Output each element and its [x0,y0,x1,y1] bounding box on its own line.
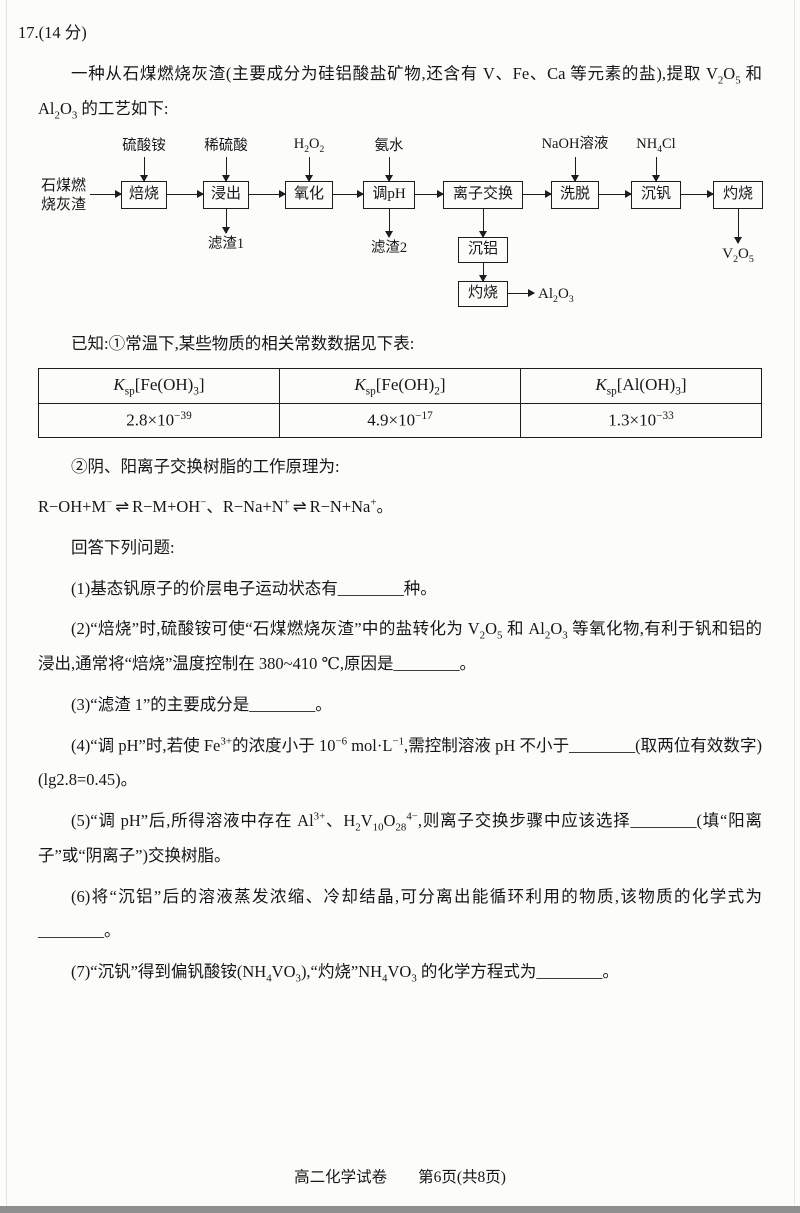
question-intro: 一种从石煤燃烧灰渣(主要成分为硅铝酸盐矿物,还含有 V、Fe、Ca 等元素的盐)… [38,63,762,122]
resin-intro: ②阴、阳离子交换树脂的工作原理为: [71,456,340,476]
flow-feed-label: 石煤燃烧灰渣 [40,177,86,214]
process-flow-diagram: 石煤燃烧灰渣 硫酸铵 稀硫酸 H2O2 氨水 NaOH溶液 NH4Cl 焙烧 浸… [38,133,763,319]
down-arrow-icon [139,156,150,182]
reagent-naoh-solution: NaOH溶液 [541,135,609,152]
right-arrow-icon [523,189,552,200]
flow-stage-calcination-2: 灼烧 [458,280,508,307]
ksp-header-cell: Ksp[Fe(OH)2] [279,367,521,404]
down-arrow-icon [478,208,489,238]
output-filter-residue-2: 滤渣2 [370,239,408,256]
resin-principle: R−OH+M−⇌R−M+OH−、R−Na+N+⇌R−N+Na+。 [38,496,394,517]
ksp-table: Ksp[Fe(OH)3] Ksp[Fe(OH)2] Ksp[Al(OH)3] 2… [38,367,762,438]
ksp-header-cell: Ksp[Fe(OH)3] [38,367,280,404]
ksp-value-cell: 1.3×10−33 [520,402,762,438]
question-number: 17.(14 分) [18,23,87,42]
scan-edge-bottom [0,1206,800,1213]
down-arrow-icon [221,208,232,234]
right-arrow-icon [167,189,204,200]
ksp-header-row: Ksp[Fe(OH)3] Ksp[Fe(OH)2] Ksp[Al(OH)3] [38,367,762,404]
flow-stage-oxidation: 氧化 [285,180,333,209]
right-arrow-icon [681,189,714,200]
flow-stage-leaching: 浸出 [203,180,249,209]
down-arrow-icon [221,156,232,182]
right-arrow-icon [599,189,632,200]
known-data-intro: 已知:①常温下,某些物质的相关常数数据见下表: [71,333,415,353]
flow-stage-v-precipitation: 沉钒 [631,180,681,209]
down-arrow-icon [384,156,395,182]
page-footer: 高二化学试卷 第6页(共8页) [294,1169,506,1186]
flow-stage-roasting: 焙烧 [121,180,167,209]
output-al2o3: Al2O3 [538,285,574,305]
ksp-value-cell: 2.8×10−39 [38,402,280,438]
flow-stage-adjust-ph: 调pH [363,180,415,209]
subquestion-2: (2)“焙烧”时,硫酸铵可使“石煤燃烧灰渣”中的盐转化为 V2O5 和 Al2O… [38,619,763,674]
reagent-dilute-sulfuric-acid: 稀硫酸 [204,137,248,154]
right-arrow-icon [90,189,122,200]
subquestion-6: (6)将“沉铝”后的溶液蒸发浓缩、冷却结晶,可分离出能循环利用的物质,该物质的化… [38,886,762,941]
down-arrow-icon [651,156,662,182]
reagent-hydrogen-peroxide: H2O2 [293,135,325,155]
right-arrow-icon [333,189,364,200]
subquestion-5: (5)“调 pH”后,所得溶液中存在 Al3+、H2V10O284−,则离子交换… [38,810,762,866]
scan-edge-left [6,0,7,1213]
flow-stage-elution: 洗脱 [551,180,599,209]
flow-stage-al-precipitation: 沉铝 [458,236,508,263]
exam-page: 17.(14 分) 一种从石煤燃烧灰渣(主要成分为硅铝酸盐矿物,还含有 V、Fe… [18,23,763,985]
reagent-ammonium-sulfate: 硫酸铵 [122,137,166,154]
flow-stage-calcination: 灼烧 [713,180,763,209]
subquestion-7: (7)“沉钒”得到偏钒酸铵(NH4VO3),“灼烧”NH4VO3 的化学方程式为… [71,962,619,985]
right-arrow-icon [415,189,444,200]
flow-stage-ion-exchange: 离子交换 [443,180,523,209]
right-arrow-icon [249,189,286,200]
ksp-value-row: 2.8×10−39 4.9×10−17 1.3×10−33 [38,402,762,438]
output-filter-residue-1: 滤渣1 [207,235,245,252]
subquestion-3: (3)“滤渣 1”的主要成分是________。 [71,695,332,714]
ksp-header-cell: Ksp[Al(OH)3] [520,367,762,404]
subquestion-1: (1)基态钒原子的价层电子运动状态有________种。 [71,578,437,598]
reagent-ammonia: 氨水 [374,137,404,154]
down-arrow-icon [570,156,581,182]
reagent-nh4cl: NH4Cl [636,135,676,155]
subquestion-4: (4)“调 pH”时,若使 Fe3+的浓度小于 10−6 mol·L−1,需控制… [38,735,763,790]
right-arrow-icon [508,288,535,299]
answer-prompt: 回答下列问题: [71,537,175,557]
down-arrow-icon [384,208,395,238]
ksp-value-cell: 4.9×10−17 [279,402,521,438]
scan-edge-right [794,0,795,1213]
down-arrow-icon [304,156,315,182]
down-arrow-icon [478,262,489,282]
down-arrow-icon [733,208,744,244]
output-v2o5: V2O5 [722,245,754,265]
